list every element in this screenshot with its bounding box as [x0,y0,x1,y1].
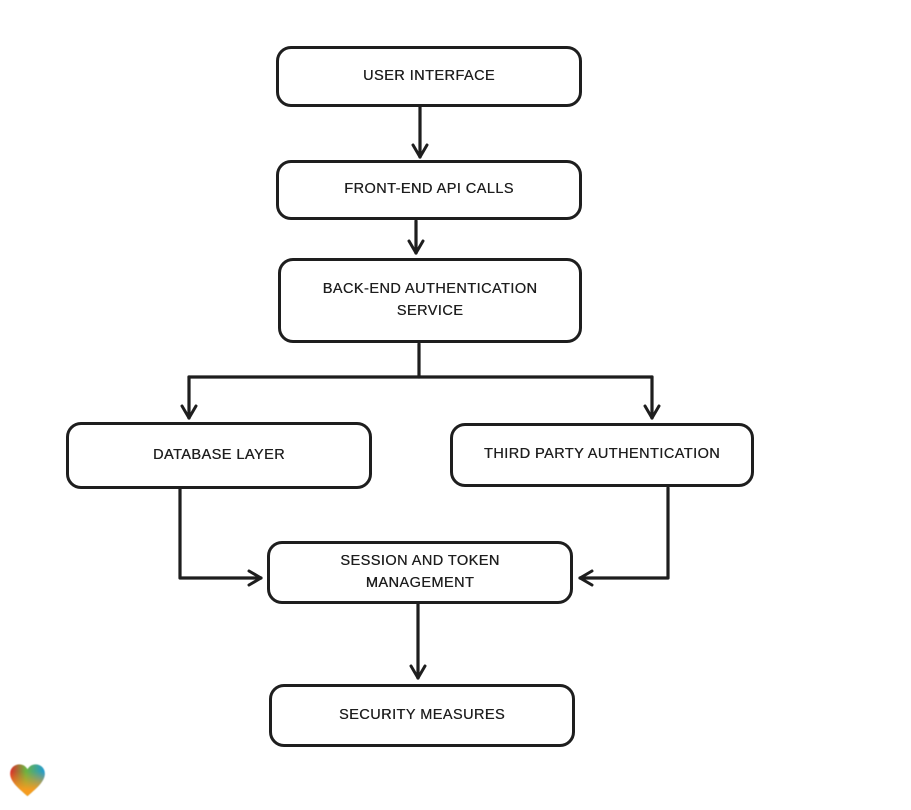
node-label: SESSION AND TOKEN [340,553,500,570]
node-label: USER INTERFACE [363,67,495,84]
node-label: FRONT-END API CALLS [344,181,514,198]
node-label: SECURITY MEASURES [338,706,506,723]
heart-icon [10,764,45,797]
node-database-layer[interactable]: DATABASE LAYER [66,422,372,489]
node-user-interface[interactable]: USER INTERFACE [276,46,582,107]
node-label: BACK-END AUTHENTICATION [322,281,538,298]
node-session-token-management[interactable]: SESSION AND TOKEN MANAGEMENT [267,541,573,604]
node-label: MANAGEMENT [365,574,475,591]
node-label: DATABASE LAYER [152,446,285,463]
node-label: SERVICE [396,302,464,319]
node-front-end-api-calls[interactable]: FRONT-END API CALLS [276,160,582,220]
node-security-measures[interactable]: SECURITY MEASURES [269,684,575,747]
brand-heart-logo [9,763,46,798]
node-label: THIRD PARTY AUTHENTICATION [483,446,721,463]
node-back-end-auth-service[interactable]: BACK-END AUTHENTICATION SERVICE [278,258,582,343]
edge-database-to-session-management [178,487,263,587]
edge-third-party-to-session-management [578,486,670,587]
node-third-party-authentication[interactable]: THIRD PARTY AUTHENTICATION [450,423,754,487]
